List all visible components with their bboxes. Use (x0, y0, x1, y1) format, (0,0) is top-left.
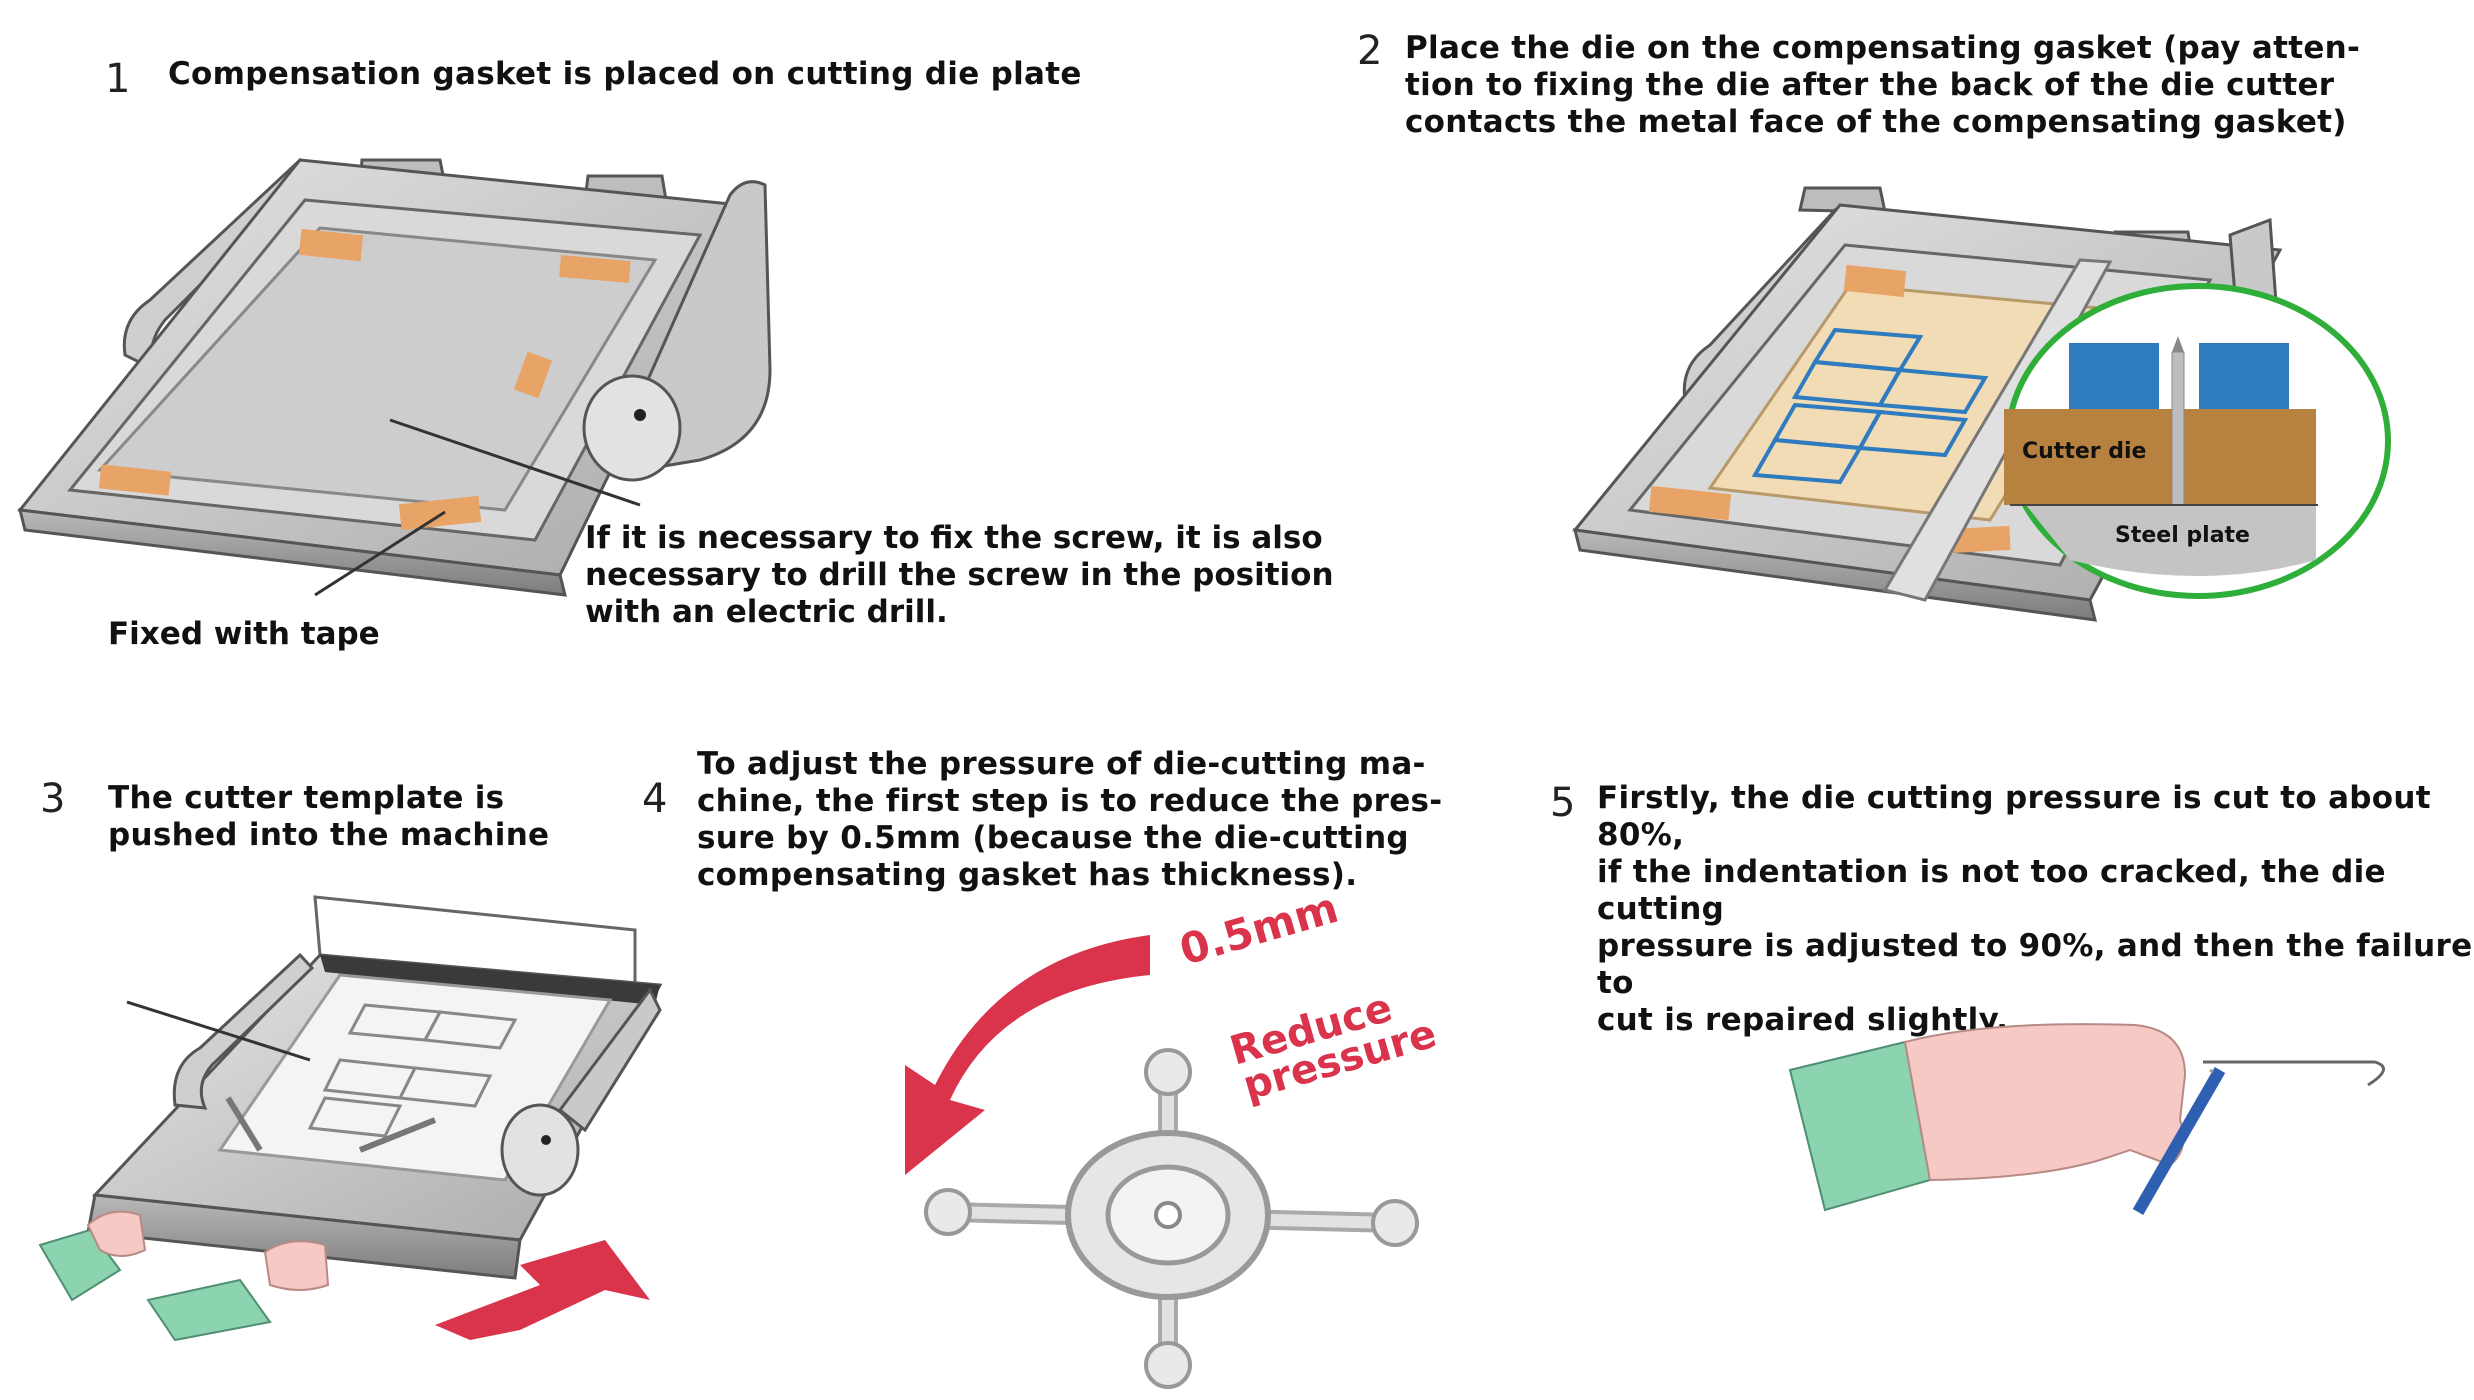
step-3-text: The cutter template is pushed into the m… (108, 780, 549, 854)
step-4-text: To adjust the pressure of die-cutting ma… (697, 746, 1442, 894)
step-2-text: Place the die on the compensating gasket… (1405, 30, 2360, 141)
hand-check-illustration (1788, 1023, 2385, 1216)
step-4-line: To adjust the pressure of die-cutting ma… (697, 746, 1426, 782)
die-on-gasket-illustration: Cutter die Steel plate (1572, 186, 2391, 622)
cutting-die-plate-illustration (17, 157, 772, 597)
tape-callout: Fixed with tape (108, 616, 380, 652)
template-push-illustration (38, 895, 663, 1342)
step-5-line: if the indentation is not too cracked, t… (1597, 854, 2386, 927)
screw-callout: If it is necessary to fix the screw, it … (585, 520, 1334, 631)
screw-callout-line: If it is necessary to fix the screw, it … (585, 520, 1323, 556)
step-4-line: sure by 0.5mm (because the die-cutting (697, 820, 1409, 856)
step-4-line: chine, the first step is to reduce the p… (697, 783, 1443, 819)
step-1-text: Compensation gasket is placed on cutting… (168, 56, 1082, 92)
steel-plate-label: Steel plate (2115, 523, 2250, 548)
step-2-number: 2 (1357, 28, 1383, 74)
cutter-die-label: Cutter die (2022, 439, 2146, 464)
step-4-number: 4 (642, 776, 668, 822)
screw-callout-line: necessary to drill the screw in the posi… (585, 557, 1334, 593)
pressure-amount-label: 0.5mm (1174, 883, 1343, 975)
step-3-number: 3 (40, 776, 66, 822)
step-5-line: Firstly, the die cutting pressure is cut… (1597, 780, 2431, 853)
step-5-line: cut is repaired slightly. (1597, 1002, 2009, 1038)
pressure-wheel-illustration: 0.5mm Reduce pressure (905, 883, 1442, 1389)
cross-section-inset: Cutter die Steel plate (2004, 283, 2391, 599)
step-3-line: pushed into the machine (108, 817, 550, 853)
screw-callout-line: with an electric drill. (585, 594, 948, 630)
reduce-arrow-icon (905, 935, 1150, 1175)
step-5-text: Firstly, the die cutting pressure is cut… (1597, 780, 2474, 1039)
step-5-line: pressure is adjusted to 90%, and then th… (1597, 928, 2473, 1001)
step-1-number: 1 (105, 56, 131, 102)
step-2-line: contacts the metal face of the compensat… (1405, 104, 2347, 140)
step-4-line: compensating gasket has thickness). (697, 857, 1358, 893)
step-3-line: The cutter template is (108, 780, 505, 816)
step-2-line: tion to fixing the die after the back of… (1405, 67, 2335, 103)
step-5-number: 5 (1550, 780, 1576, 826)
step-2-line: Place the die on the compensating gasket… (1405, 30, 2361, 66)
